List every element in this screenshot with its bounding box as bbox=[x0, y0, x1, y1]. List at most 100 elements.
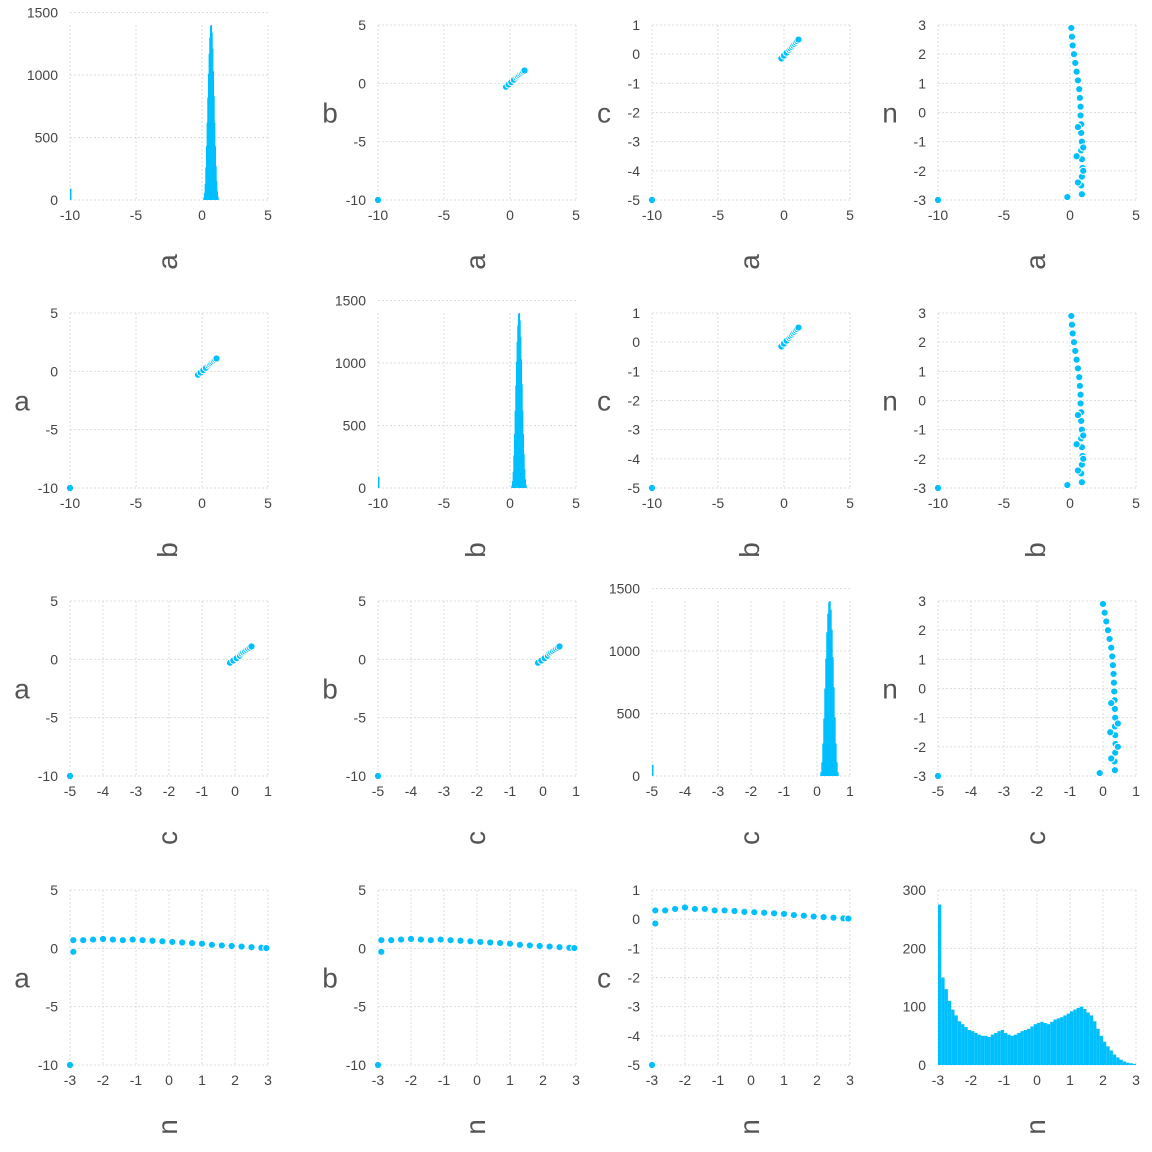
scatter-point bbox=[794, 35, 803, 44]
y-tick-label: 0 bbox=[50, 940, 58, 956]
x-tick-label: -3 bbox=[998, 783, 1011, 799]
histogram-bar bbox=[994, 1032, 998, 1065]
histogram-bar bbox=[525, 484, 527, 488]
scatter-point bbox=[486, 938, 495, 947]
x-tick-label: 0 bbox=[506, 495, 514, 511]
scatter-point bbox=[720, 906, 729, 915]
x-tick-label: -2 bbox=[745, 783, 758, 799]
scatter-point bbox=[247, 943, 256, 952]
scatter-point bbox=[197, 939, 207, 948]
scatter-point bbox=[555, 642, 564, 651]
scatter-point bbox=[1073, 364, 1083, 373]
x-tick-label: 3 bbox=[264, 1072, 272, 1088]
y-axis-label: b bbox=[322, 963, 338, 994]
scatter-point bbox=[789, 910, 799, 920]
y-axis-label: b bbox=[322, 98, 338, 129]
scatter-point bbox=[525, 941, 534, 950]
scatter-point bbox=[1109, 669, 1118, 679]
scatter-point bbox=[760, 908, 769, 917]
y-axis-label: n bbox=[882, 98, 898, 129]
scatter-point bbox=[1075, 85, 1084, 94]
x-tick-label: -10 bbox=[368, 495, 388, 511]
scatter-point bbox=[1079, 431, 1088, 440]
y-axis-label: n bbox=[882, 674, 898, 705]
y-tick-label: 0 bbox=[50, 363, 58, 379]
x-axis-label: a bbox=[734, 254, 765, 270]
y-axis-label: c bbox=[597, 98, 611, 129]
y-tick-label: -5 bbox=[354, 999, 367, 1015]
histogram-bar bbox=[216, 191, 219, 200]
y-tick-label: 3 bbox=[918, 305, 926, 321]
histogram-bar bbox=[1007, 1034, 1011, 1065]
histogram-bar bbox=[997, 1031, 1001, 1065]
scatter-point bbox=[1076, 111, 1085, 120]
x-tick-label: -5 bbox=[998, 495, 1011, 511]
x-tick-label: 0 bbox=[1099, 783, 1107, 799]
x-tick-label: -5 bbox=[130, 207, 143, 223]
y-tick-label: -4 bbox=[628, 163, 641, 179]
scatter-point bbox=[1107, 643, 1116, 652]
y-axis-label: n bbox=[882, 386, 898, 417]
scatter-point bbox=[1110, 704, 1119, 714]
x-tick-label: -5 bbox=[712, 207, 725, 223]
x-tick-label: -10 bbox=[642, 495, 662, 511]
scatter-point bbox=[1067, 32, 1077, 41]
x-tick-label: -10 bbox=[928, 495, 948, 511]
scatter-point bbox=[1100, 608, 1109, 617]
scatter-point bbox=[1079, 143, 1088, 152]
y-tick-label: -5 bbox=[46, 710, 59, 726]
scatter-point bbox=[1077, 478, 1086, 487]
histogram-bar bbox=[1116, 1057, 1120, 1065]
scatter-point bbox=[373, 195, 383, 205]
scatter-point bbox=[1113, 742, 1122, 751]
scatter-point bbox=[1073, 178, 1083, 187]
histogram-bar bbox=[70, 188, 72, 200]
scatter-point bbox=[1102, 617, 1111, 626]
scatter-point bbox=[247, 642, 256, 651]
scatter-point bbox=[1073, 122, 1083, 132]
scatter-point bbox=[65, 483, 75, 493]
scatter-point bbox=[397, 935, 406, 944]
x-tick-label: -10 bbox=[928, 207, 948, 223]
scatter-point bbox=[535, 941, 544, 951]
scatter-point bbox=[1107, 698, 1116, 708]
y-tick-label: 1000 bbox=[27, 67, 58, 83]
scatter-point bbox=[647, 195, 657, 205]
x-axis-label: b bbox=[734, 542, 765, 558]
y-tick-label: 0 bbox=[632, 911, 640, 927]
y-tick-label: 5 bbox=[50, 305, 58, 321]
scatter-point bbox=[1076, 102, 1085, 111]
histogram-bar bbox=[961, 1024, 965, 1065]
y-tick-label: -2 bbox=[628, 105, 641, 121]
histogram-bar bbox=[1037, 1023, 1041, 1065]
y-tick-label: -2 bbox=[914, 451, 927, 467]
scatter-point bbox=[446, 936, 455, 945]
x-tick-label: -5 bbox=[64, 783, 77, 799]
x-tick-label: 0 bbox=[198, 207, 206, 223]
scatter-point bbox=[406, 934, 416, 944]
y-tick-label: -3 bbox=[914, 480, 927, 496]
x-tick-label: -1 bbox=[778, 783, 791, 799]
histogram-bar bbox=[1053, 1019, 1057, 1065]
x-tick-label: -2 bbox=[97, 1072, 110, 1088]
histogram-bar bbox=[1109, 1050, 1113, 1065]
y-tick-label: -5 bbox=[354, 710, 367, 726]
y-tick-label: -10 bbox=[346, 768, 366, 784]
scatter-point bbox=[89, 935, 98, 944]
y-axis-label: c bbox=[597, 386, 611, 417]
scatter-point bbox=[1098, 599, 1108, 609]
histogram-bar bbox=[1070, 1011, 1074, 1065]
scatter-point bbox=[1071, 346, 1080, 356]
y-tick-label: 1500 bbox=[335, 293, 366, 309]
scatter-point bbox=[505, 939, 515, 948]
y-tick-label: -5 bbox=[46, 999, 59, 1015]
scatter-point bbox=[496, 938, 505, 948]
scatter-point bbox=[65, 771, 75, 781]
histogram-bar bbox=[1093, 1021, 1097, 1065]
